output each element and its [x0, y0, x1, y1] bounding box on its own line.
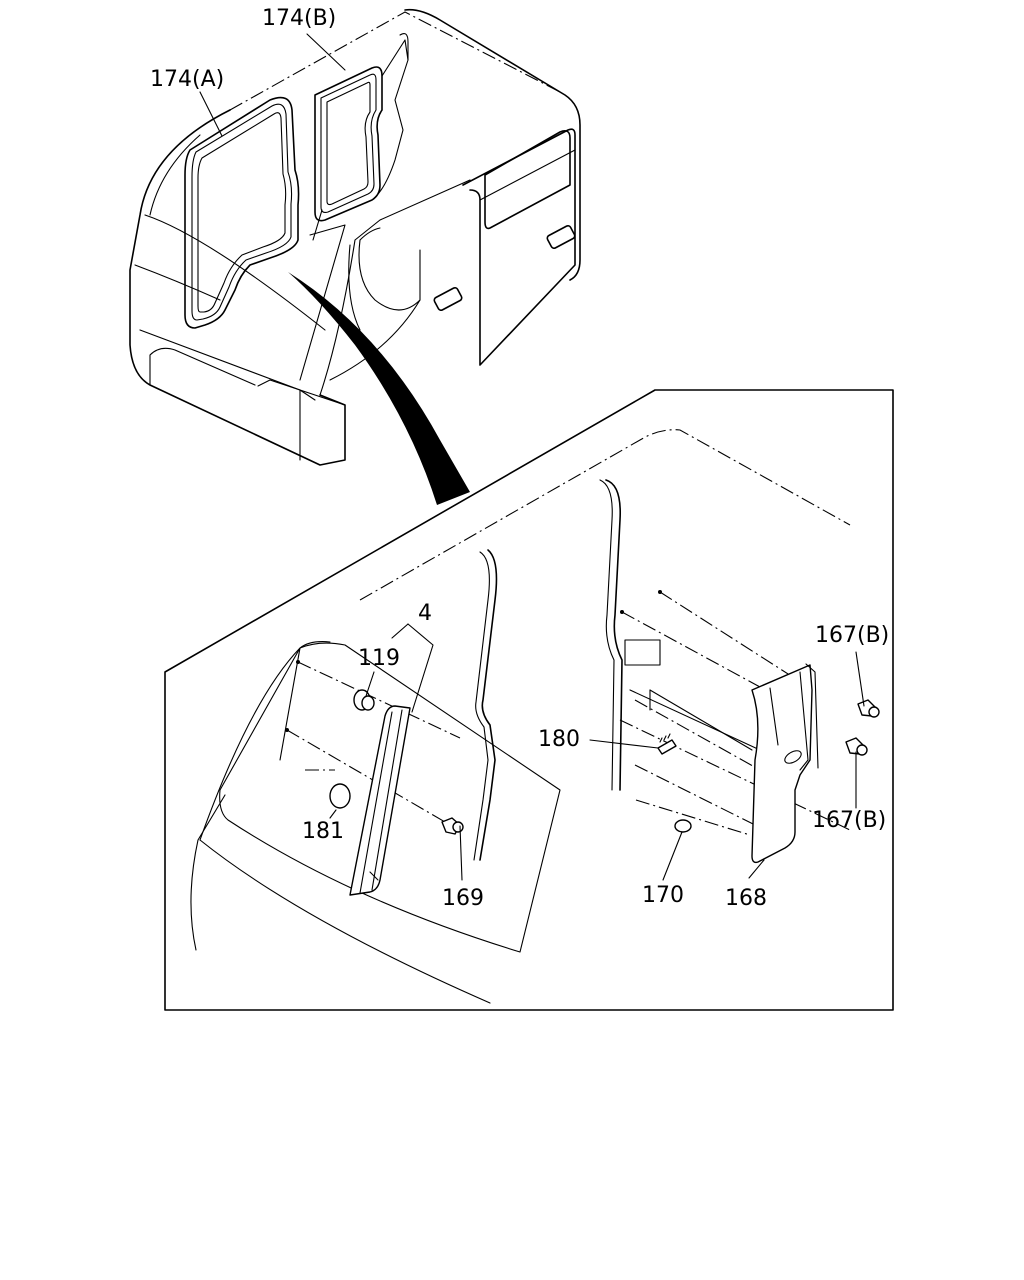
callout-169: 169	[442, 886, 484, 911]
callout-168: 168	[725, 886, 767, 911]
clip-119-part	[353, 689, 375, 711]
leader-lines	[199, 33, 865, 881]
door-seal-front	[184, 96, 300, 329]
detail-arrow	[288, 272, 470, 505]
pillar-trim-part	[349, 705, 411, 896]
fastener-167-lower-part	[845, 737, 868, 756]
callout-4: 4	[418, 601, 432, 626]
clip-181-part	[329, 783, 351, 809]
detail-frame	[164, 389, 894, 1011]
callout-174b: 174(B)	[262, 6, 336, 31]
door-seal-rear	[314, 33, 409, 222]
callout-167b-lower: 167(B)	[812, 808, 886, 833]
screw-169-part	[441, 817, 464, 835]
trim-168-part	[751, 663, 819, 864]
callout-167b-upper: 167(B)	[815, 623, 889, 648]
clip-180-part	[657, 733, 677, 755]
callout-119: 119	[358, 646, 400, 671]
callout-180: 180	[538, 727, 580, 752]
callout-170: 170	[642, 883, 684, 908]
assembly-guidelines	[285, 590, 851, 836]
callout-174a: 174(A)	[150, 67, 224, 92]
fastener-167-upper-part	[857, 699, 880, 718]
vehicle-body-outline	[129, 8, 581, 466]
clip-170-part	[674, 819, 692, 833]
detail-body-lines	[190, 429, 851, 1004]
callout-181: 181	[302, 819, 344, 844]
